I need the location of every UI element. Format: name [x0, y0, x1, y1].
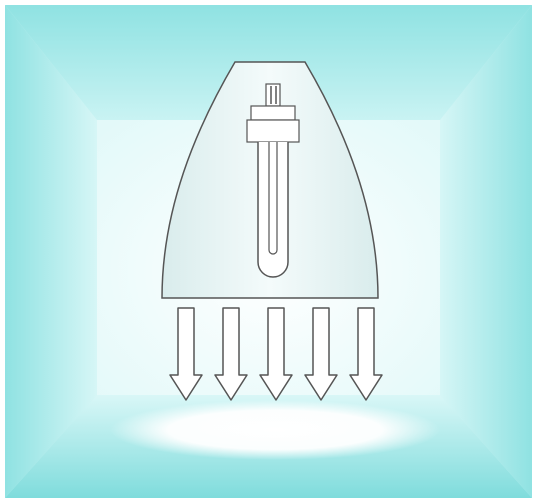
floor-light-pool-icon [110, 400, 440, 460]
bulb-base-bottom [247, 120, 299, 142]
bulb-base-top [251, 106, 295, 120]
bulb-pin-housing [266, 84, 280, 106]
bulb-tube-outer [258, 142, 288, 277]
